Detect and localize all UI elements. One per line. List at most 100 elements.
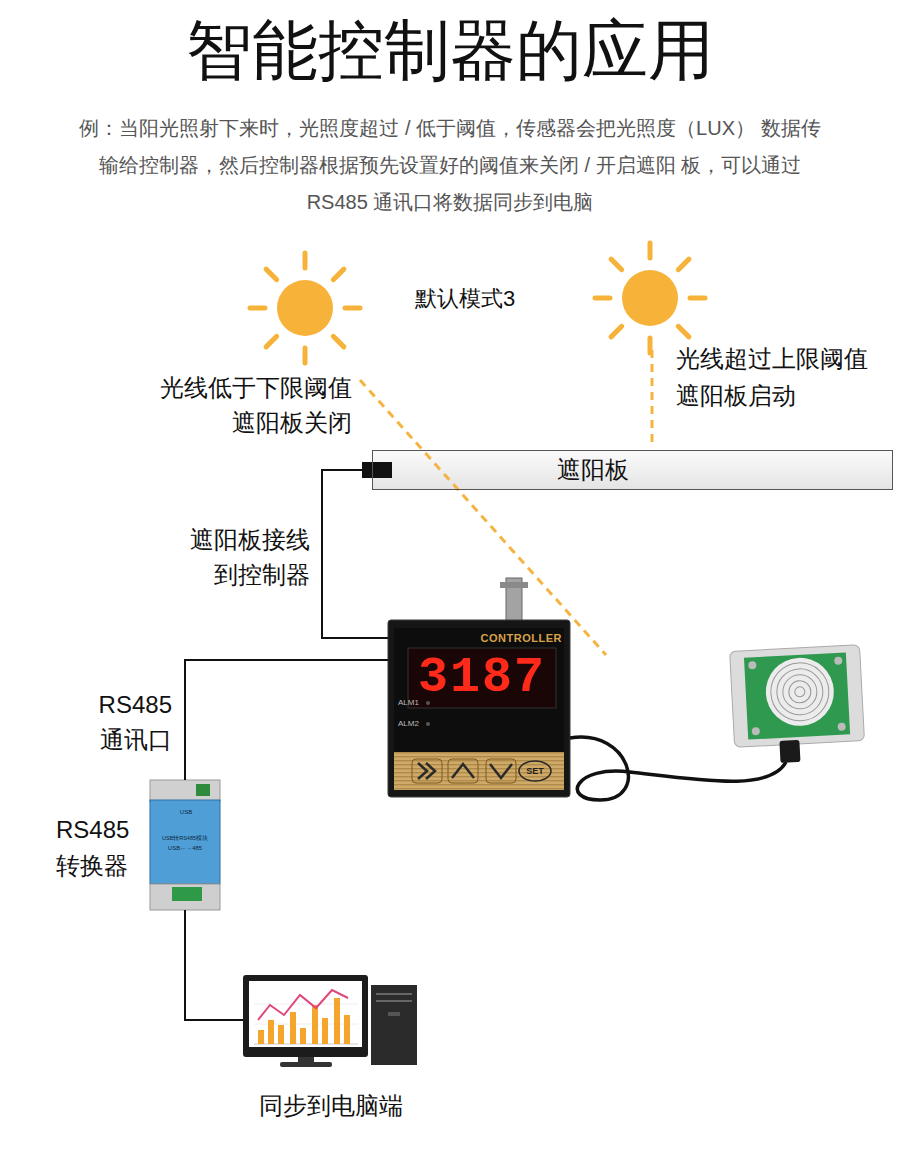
connector-wire (185, 910, 243, 1020)
sun-icon (277, 280, 333, 336)
display-reading-slot: 3187 (412, 651, 552, 705)
controller-body (418, 763, 435, 779)
controller-body (426, 722, 430, 726)
computer-icon (376, 1000, 412, 1002)
computer-icon (312, 1005, 318, 1044)
computer-icon (322, 1018, 328, 1044)
sun-icon (333, 336, 344, 347)
light-sensor (795, 687, 806, 698)
light-sensor (744, 652, 850, 739)
module-print-slot: USB←→485 (158, 844, 212, 852)
light-sensor (779, 740, 800, 763)
sun-icon (648, 243, 653, 258)
light-ray (651, 350, 654, 447)
sun-icon (333, 269, 344, 280)
board-label-slot: 遮阳板 (373, 455, 813, 485)
page-title-slot: 智能控制器的应用 (0, 10, 900, 90)
controller-body (486, 759, 516, 783)
sun-icon (250, 253, 360, 363)
wire-label-slot: 遮阳板接线 到控制器 (180, 522, 310, 592)
controller-body (388, 578, 570, 797)
rs485-converter-body (150, 800, 220, 884)
sun-icon (595, 243, 705, 353)
rs485-converter-body (196, 784, 210, 796)
mode-label: 默认模式3 (415, 284, 515, 314)
computer-icon (258, 990, 348, 1020)
connector-wire (322, 470, 388, 638)
page-caption-slot: 例：当阳光照射下来时，光照度超过 / 低于阈值，传感器会把光照度（LUX） 数据… (70, 110, 830, 221)
computer-icon (243, 975, 417, 1067)
mode-label-slot: 默认模式3 (415, 284, 575, 314)
device-heading-slot: 同步到电脑端 (223, 1091, 438, 1121)
button-label: SET (526, 765, 544, 777)
rs485-converter-body (150, 780, 220, 910)
sun-icon (611, 326, 622, 337)
sun-icon (303, 348, 308, 363)
computer-icon (249, 981, 362, 1047)
light-ray (360, 380, 606, 655)
light-sensor (838, 722, 846, 730)
controller-device: CONTROLLER 3187ALM1ALM2SET (388, 620, 570, 797)
controller-body (408, 648, 556, 708)
module-print: USB转RS485模块 (162, 834, 208, 842)
display-reading: 3187 (418, 651, 546, 705)
light-sensor (769, 661, 830, 722)
condition-note: 光线超过上限阈值 遮阳板启动 (676, 340, 876, 414)
controller-body (394, 752, 564, 790)
device-heading-slot: RS485 转换器 (56, 812, 142, 884)
sun-icon (678, 326, 689, 337)
rs485-converter-body (172, 887, 202, 901)
controller-body (490, 764, 512, 778)
controller-body (412, 759, 442, 783)
rs485-converter: RS485 转换器USBUSB转RS485模块USB←→485 (148, 780, 222, 910)
computer-icon (268, 1020, 274, 1044)
computer-icon (334, 998, 340, 1044)
module-print: USB←→485 (168, 844, 202, 852)
wire-label: 遮阳板接线 到控制器 (180, 522, 310, 592)
wire-label-slot: RS485 通讯口 (86, 687, 172, 757)
sun-icon (690, 296, 705, 301)
light-sensor (782, 674, 818, 710)
computer-icon (376, 993, 412, 995)
computer-icon (300, 1028, 306, 1044)
sun-icon (611, 259, 622, 270)
page-caption: 例：当阳光照射下来时，光照度超过 / 低于阈值，传感器会把光照度（LUX） 数据… (70, 110, 830, 221)
computer-icon (258, 1030, 264, 1044)
brand-text: CONTROLLER (481, 631, 562, 645)
sun-icon (303, 253, 308, 268)
alarm-label: ALM1 (398, 698, 419, 708)
light-sensor (748, 661, 756, 669)
light-sensor (730, 645, 866, 766)
alarm-label-slot: ALM1 (398, 698, 428, 708)
sun-icon (266, 269, 277, 280)
module-print-slot: USB (176, 808, 196, 816)
light-sensor (764, 656, 835, 727)
sun-icon (595, 296, 610, 301)
computer-icon (278, 1025, 284, 1044)
sun-icon (678, 259, 689, 270)
sun-icon (250, 306, 265, 311)
device-heading: 同步到电脑端 (259, 1091, 403, 1121)
computer-icon (290, 1012, 296, 1044)
sunshade-board: 遮阳板 (372, 450, 893, 490)
light-sensor (752, 727, 760, 735)
computer-icon (280, 1062, 332, 1067)
computer-icon (388, 1012, 400, 1016)
alarm-label: ALM2 (398, 719, 419, 729)
light-sensor (730, 645, 865, 748)
board-label: 遮阳板 (557, 455, 629, 485)
controller-body (452, 764, 474, 778)
condition-note-slot: 光线超过上限阈值 遮阳板启动 (676, 340, 876, 414)
alarm-label-slot: ALM2 (398, 719, 428, 729)
module-print: USB (180, 808, 192, 816)
controller-body (448, 759, 478, 783)
sunshade-fill (372, 450, 893, 490)
controller-body (500, 582, 528, 588)
sun-icon (266, 336, 277, 347)
brand-text-slot: CONTROLLER (458, 631, 562, 645)
controller-body (388, 620, 570, 797)
computer-icon (243, 975, 368, 1057)
computer-icon (344, 1015, 350, 1044)
wire-label: RS485 通讯口 (86, 687, 172, 757)
